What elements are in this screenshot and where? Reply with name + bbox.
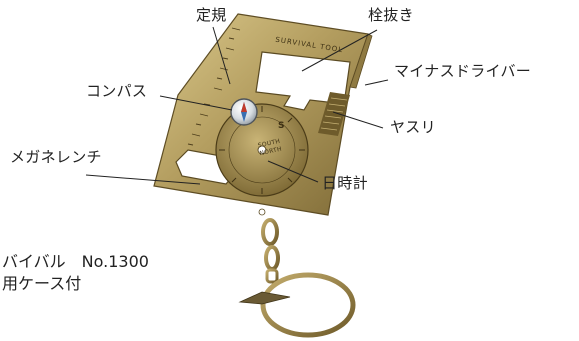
leader-lines [85,26,389,185]
dial-letter-s: S [278,121,285,131]
file-label: ヤスリ [390,118,436,136]
file-strip [318,92,350,136]
screwdriver-label: マイナスドライバー [394,62,532,80]
bottle-opener-label: 栓抜き [368,6,414,24]
caption-line-1: バイバル No.1300 [2,252,149,271]
clip-hook [238,291,291,305]
spanner-label: メガネレンチ [10,148,102,166]
sundial-disc [215,103,309,197]
caption-line-2: 用ケース付 [2,274,82,293]
bottle-opener-cutout [255,51,351,111]
sundial-label: 日時計 [322,174,368,192]
compass [230,98,258,126]
compass-label: コンパス [86,82,148,100]
ruler-label: 定規 [196,6,227,24]
keyring [260,218,356,338]
product-caption: バイバル No.1300 用ケース付 [2,251,149,295]
